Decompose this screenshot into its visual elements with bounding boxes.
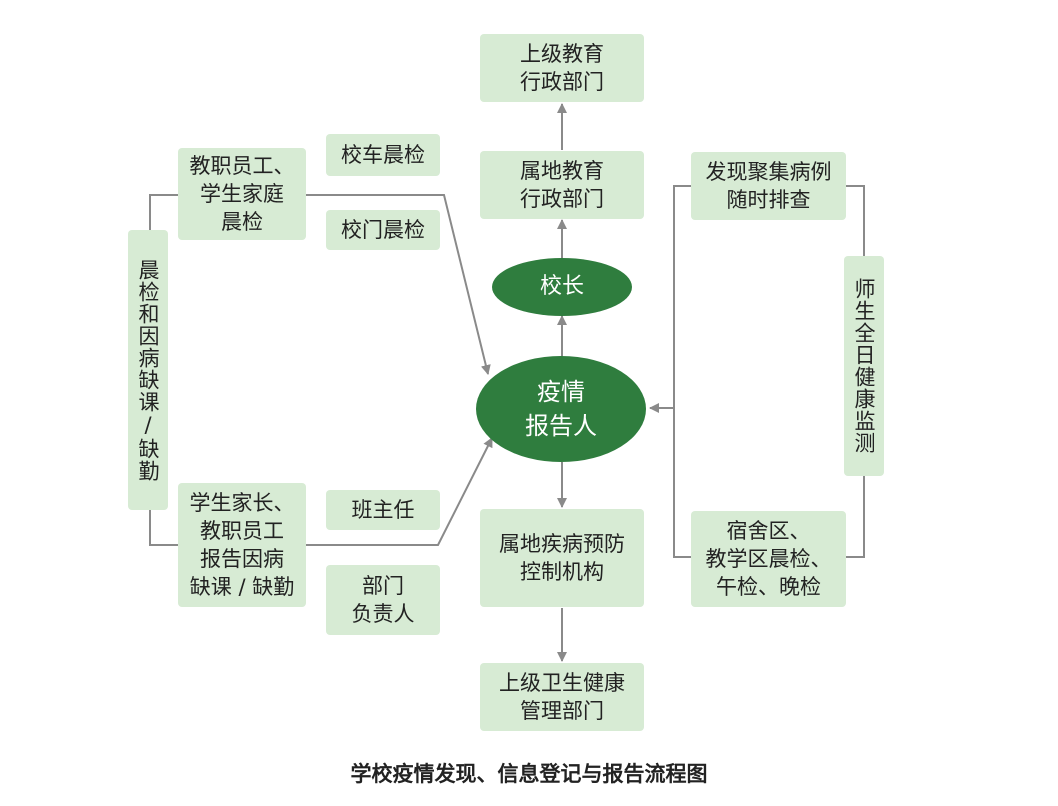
staff-parent-check-box: 教职员工、 学生家庭 晨检 <box>178 148 306 240</box>
arrow-staff-check-to-reporter <box>306 194 491 375</box>
left-vertical-label: 晨检和因病缺课/缺勤 <box>128 230 168 510</box>
right-feed-line <box>673 185 691 558</box>
dorm-check-box: 宿舍区、 教学区晨检、 午检、晚检 <box>691 511 846 607</box>
bus-check-box: 校车晨检 <box>326 134 440 176</box>
reporter-node: 疫情 报告人 <box>476 356 646 462</box>
local-cdc-box: 属地疾病预防 控制机构 <box>480 509 644 607</box>
right-vertical-label: 师生全日健康监测 <box>844 256 884 476</box>
head-teacher-box: 班主任 <box>326 490 440 530</box>
upper-health-dept-box: 上级卫生健康 管理部门 <box>480 663 644 731</box>
parent-report-box: 学生家长、 教职员工 报告因病 缺课 / 缺勤 <box>178 483 306 607</box>
gate-check-box: 校门晨检 <box>326 210 440 250</box>
local-edu-dept-box: 属地教育 行政部门 <box>480 151 644 219</box>
principal-node: 校长 <box>492 258 632 316</box>
dept-head-box: 部门 负责人 <box>326 565 440 635</box>
upper-edu-dept-box: 上级教育 行政部门 <box>480 34 644 102</box>
arrow-parent-report-to-reporter <box>306 437 493 546</box>
cluster-check-box: 发现聚集病例 随时排查 <box>691 152 846 220</box>
diagram-caption: 学校疫情发现、信息登记与报告流程图 <box>350 762 708 786</box>
